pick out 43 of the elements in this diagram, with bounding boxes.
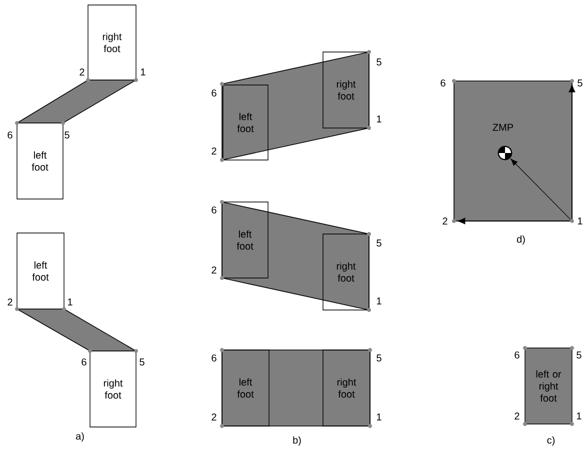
corner-number: 1 [377,116,382,122]
corner-number: 5 [376,240,382,246]
arrow [510,158,571,220]
panel-label: d) [516,235,525,245]
corner-number: 5 [376,58,382,66]
foot-box: left foot [222,350,270,426]
foot-box: left or right foot [524,348,572,424]
foot-box: left foot [16,122,64,200]
corner-number: 2 [212,148,216,154]
marker-label: ZMP [492,124,514,131]
corner-number: 2 [212,266,216,274]
corner-number: 6 [212,206,216,214]
corner-number: 6 [8,131,12,139]
foot-box: right foot [88,4,136,80]
corner-number: 1 [578,218,582,224]
support-polygon [222,52,370,160]
corner-point [570,219,574,223]
panel-label: c) [547,436,555,446]
support-rectangle [454,80,572,222]
corner-number: 5 [578,80,582,86]
corner-number: 6 [212,89,216,97]
foot-box: left foot [16,232,64,310]
corner-number: 1 [141,68,146,76]
corner-number: 2 [442,218,448,224]
corner-number: 5 [140,358,144,366]
foot-box: right foot [90,350,136,428]
zmp-marker [498,146,512,160]
corner-number: 2 [8,298,12,306]
arrow [458,218,570,224]
corner-number: 2 [80,68,84,76]
corner-number: 6 [440,79,446,87]
panel-label: a) [76,432,84,442]
corner-point [452,219,456,223]
corner-number: 5 [64,132,70,138]
corner-point [570,79,574,83]
panel-label: b) [293,436,301,446]
corner-number: 1 [377,298,382,304]
support-rectangle [222,350,370,426]
corner-number: 6 [82,358,86,366]
foot-box: right foot [322,350,370,426]
corner-number: 1 [68,298,72,306]
support-polygon [222,202,370,310]
arrow [568,84,576,220]
